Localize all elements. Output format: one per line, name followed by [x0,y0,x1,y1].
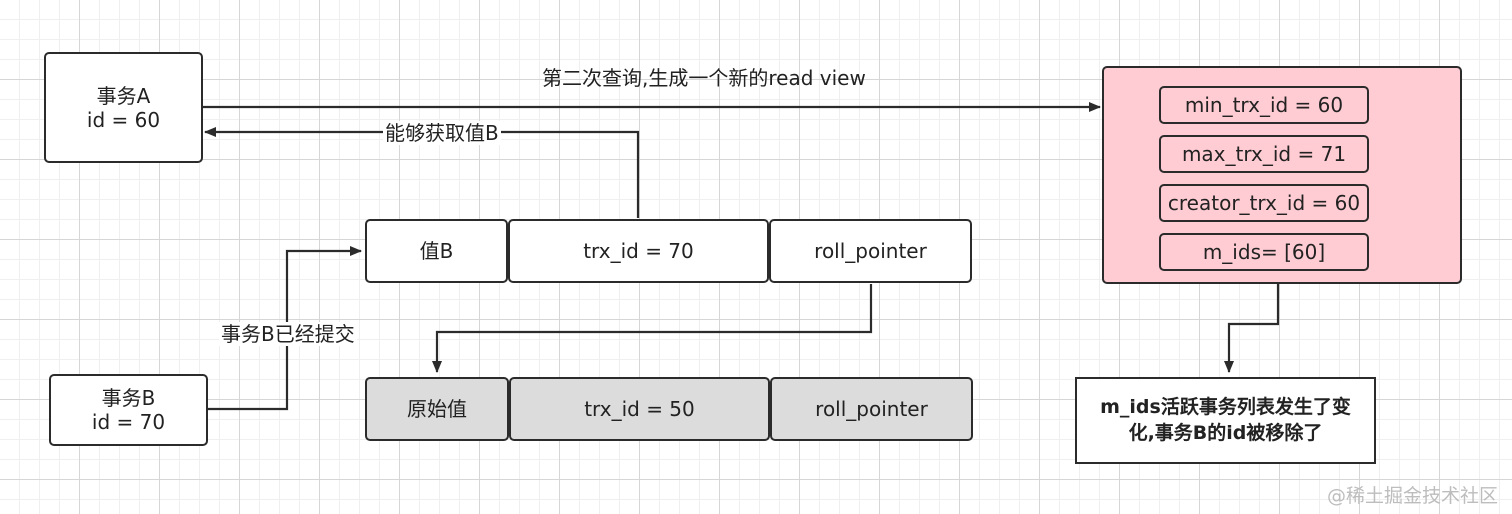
version-old-roll-pointer: roll_pointer [770,377,973,441]
read-view-min-trx-id: min_trx_id = 60 [1159,86,1369,124]
watermark: @稀土掘金技术社区 [1326,485,1498,507]
transaction-a-id: id = 60 [86,107,161,132]
transaction-a-title: 事务A [96,83,151,108]
edge-m-ids-note [1224,271,1280,373]
label-second-query: 第二次查询,生成一个新的read view [542,66,866,90]
read-view-creator-trx-id: creator_trx_id = 60 [1159,184,1369,222]
version-new-trx-id: trx_id = 70 [508,219,769,283]
transaction-b-title: 事务B [101,386,156,410]
note-text: m_ids活跃事务列表发生了变化,事务B的id被移除了 [1100,395,1351,444]
label-b-committed: 事务B已经提交 [219,322,357,346]
version-new-value: 值B [365,219,508,283]
transaction-a-box: 事务A id = 60 [44,52,203,163]
version-new-roll-pointer: roll_pointer [769,219,972,283]
transaction-b-id: id = 70 [91,410,166,434]
version-old-trx-id: trx_id = 50 [509,377,770,441]
transaction-b-box: 事务B id = 70 [49,374,208,446]
read-view-max-trx-id: max_trx_id = 71 [1159,135,1369,173]
note-box: m_ids活跃事务列表发生了变化,事务B的id被移除了 [1075,377,1376,464]
label-can-get-value: 能够获取值B [383,121,501,145]
version-old-value: 原始值 [365,377,509,441]
read-view-m-ids: m_ids= [60] [1159,233,1369,271]
edge-roll-pointer [432,284,873,373]
edge-can-get-value [204,127,640,218]
